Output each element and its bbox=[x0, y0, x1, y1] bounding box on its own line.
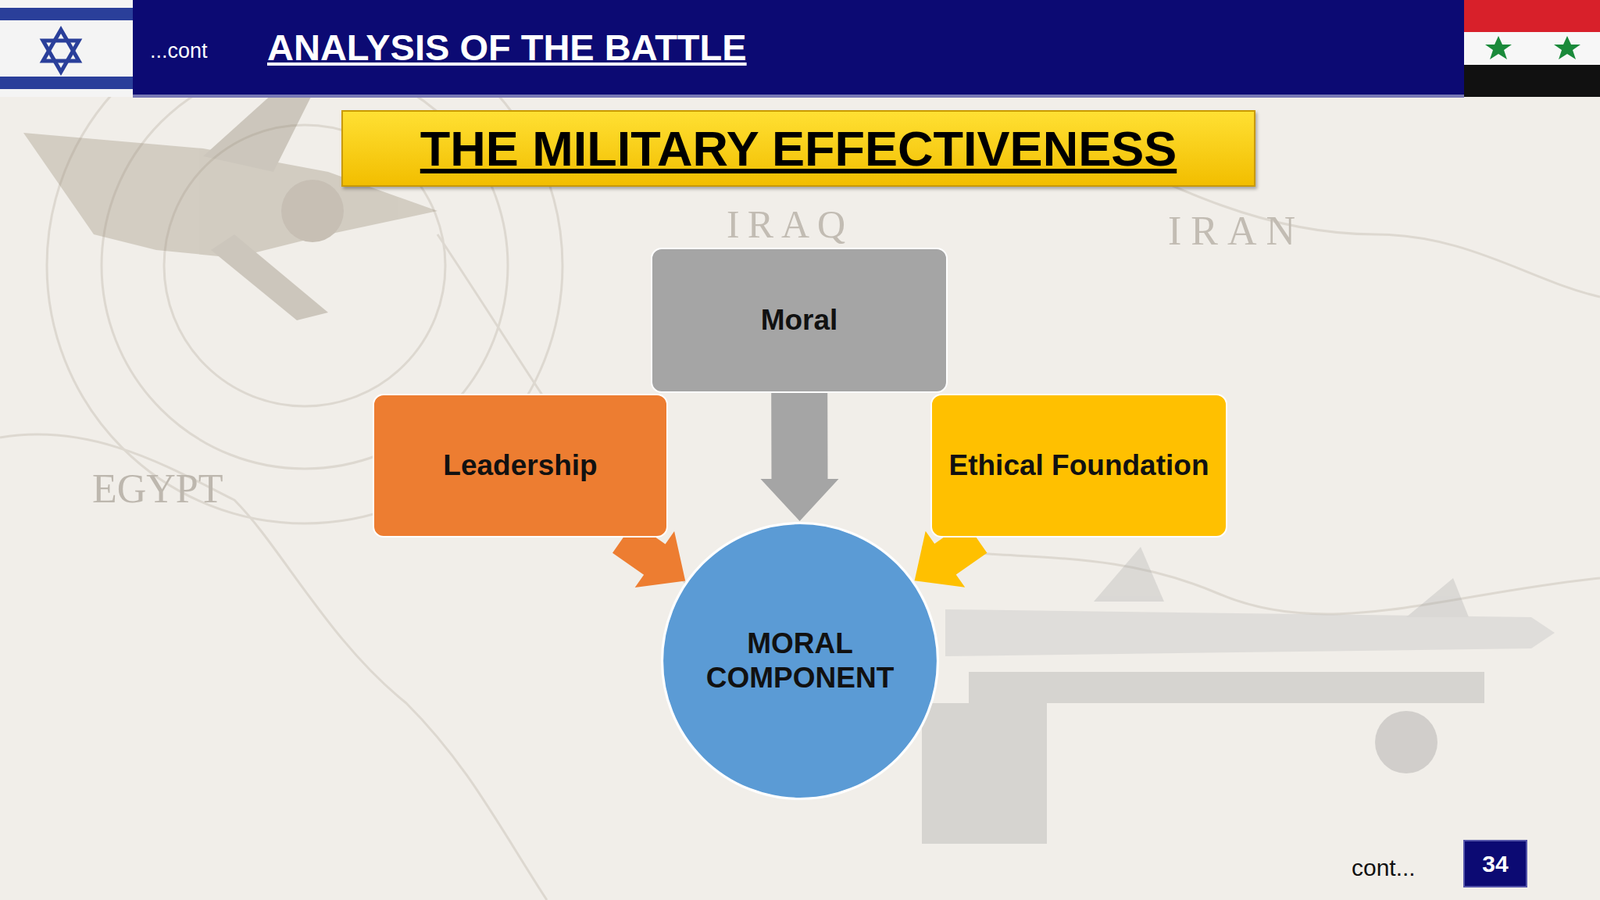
circle-outline bbox=[660, 521, 940, 801]
node-text: Moral bbox=[760, 303, 839, 337]
node-text: Leadership bbox=[442, 449, 597, 483]
process-box: Moral bbox=[650, 247, 948, 393]
component-circle: MORAL COMPONENT bbox=[660, 521, 940, 801]
block-arrow bbox=[760, 392, 840, 522]
node-text: MORAL COMPONENT bbox=[694, 626, 906, 697]
slide-title: ANALYSIS OF THE BATTLE bbox=[267, 25, 747, 69]
heading-banner: THE MILITARY EFFECTIVENESS bbox=[341, 110, 1256, 187]
page-number: 34 bbox=[1463, 839, 1528, 888]
node-text: THE MILITARY EFFECTIVENESS bbox=[420, 120, 1177, 177]
map-label: IRAQ bbox=[726, 201, 854, 247]
continued-note: cont... bbox=[1351, 854, 1416, 882]
node-text: 34 bbox=[1482, 850, 1508, 878]
continued-note: ...cont bbox=[150, 39, 208, 64]
process-box: Ethical Foundation bbox=[930, 393, 1228, 538]
process-box: Leadership bbox=[372, 393, 668, 538]
map-label: EGYPT bbox=[92, 465, 224, 512]
map-label: IRAN bbox=[1167, 207, 1305, 254]
node-text: Ethical Foundation bbox=[949, 449, 1210, 483]
